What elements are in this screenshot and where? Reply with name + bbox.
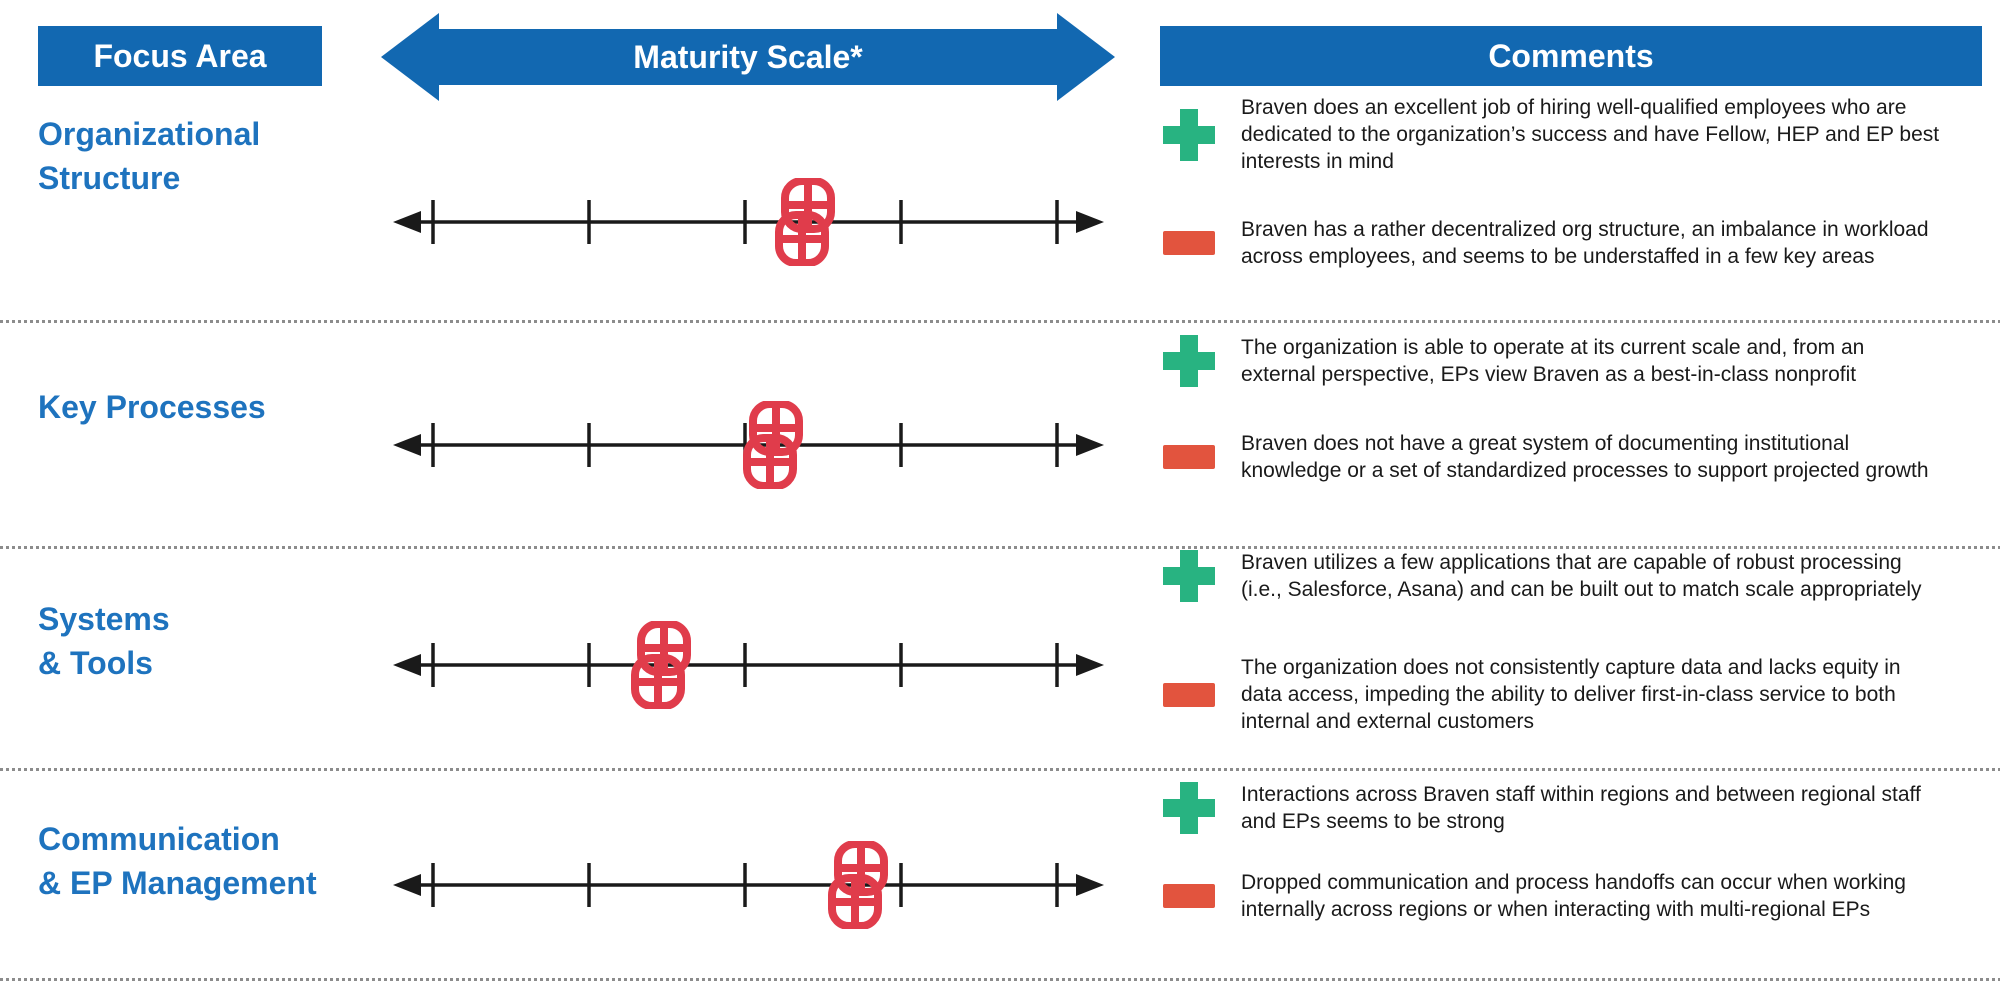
label-line: Organizational xyxy=(38,116,261,152)
label-line: Structure xyxy=(38,160,181,196)
comment-negative: Braven does not have a great system of d… xyxy=(1163,430,1985,484)
axis-left-arrow-icon xyxy=(393,211,421,233)
row-divider xyxy=(0,768,2000,771)
comments-header-label: Comments xyxy=(1488,37,1654,74)
comment-negative: Dropped communication and process handof… xyxy=(1163,869,1985,923)
row-divider xyxy=(0,320,2000,323)
axis-right-arrow-icon xyxy=(1076,654,1104,676)
comment-positive: Braven utilizes a few applications that … xyxy=(1163,549,1985,603)
maturity-scale-row-communication-ep-management xyxy=(381,830,1116,940)
label-line: Communication xyxy=(38,821,280,857)
label-line: Systems xyxy=(38,601,170,637)
minus-icon xyxy=(1163,669,1215,721)
comments-header: Comments xyxy=(1160,26,1982,86)
label-line: & EP Management xyxy=(38,865,317,901)
minus-icon xyxy=(1163,431,1215,483)
focus-area-label-systems-tools: Systems & Tools xyxy=(38,597,368,685)
axis-right-arrow-icon xyxy=(1076,211,1104,233)
comment-text: Dropped communication and process handof… xyxy=(1241,871,1906,921)
focus-area-header: Focus Area xyxy=(38,26,322,86)
plus-icon xyxy=(1163,550,1215,602)
maturity-scale-row-organizational-structure xyxy=(381,167,1116,277)
maturity-scale-row-key-processes xyxy=(381,390,1116,500)
axis-left-arrow-icon xyxy=(393,654,421,676)
label-line: Key Processes xyxy=(38,389,266,425)
maturity-marker-icon xyxy=(629,620,693,710)
scale-axis xyxy=(393,200,1104,244)
comment-positive: The organization is able to operate at i… xyxy=(1163,334,1985,388)
axis-right-arrow-icon xyxy=(1076,874,1104,896)
focus-area-label-organizational-structure: Organizational Structure xyxy=(38,112,368,200)
focus-area-header-label: Focus Area xyxy=(93,37,267,74)
comment-negative: The organization does not consistently c… xyxy=(1163,654,1985,735)
maturity-marker-icon xyxy=(826,840,890,930)
comment-text: Interactions across Braven staff within … xyxy=(1241,783,1921,833)
minus-icon xyxy=(1163,217,1215,269)
focus-area-label-key-processes: Key Processes xyxy=(38,385,368,429)
plus-icon xyxy=(1163,108,1215,161)
comment-text: Braven does an excellent job of hiring w… xyxy=(1241,96,1940,173)
comment-text: Braven does not have a great system of d… xyxy=(1241,432,1929,482)
scale-axis xyxy=(393,863,1104,907)
scale-axis xyxy=(393,643,1104,687)
focus-area-label-communication-ep-management: Communication & EP Management xyxy=(38,817,368,905)
axis-left-arrow-icon xyxy=(393,874,421,896)
comment-positive: Interactions across Braven staff within … xyxy=(1163,781,1985,835)
maturity-scale-header: Maturity Scale* xyxy=(439,29,1057,85)
axis-left-arrow-icon xyxy=(393,434,421,456)
label-line: & Tools xyxy=(38,645,153,681)
row-divider xyxy=(0,546,2000,549)
axis-right-arrow-icon xyxy=(1076,434,1104,456)
comment-positive: Braven does an excellent job of hiring w… xyxy=(1163,94,1985,175)
comment-negative: Braven has a rather decentralized org st… xyxy=(1163,216,1985,270)
plus-icon xyxy=(1163,335,1215,387)
comment-text: Braven has a rather decentralized org st… xyxy=(1241,218,1929,268)
maturity-arrow-right-icon xyxy=(1057,13,1115,101)
comment-text: The organization does not consistently c… xyxy=(1241,656,1901,733)
maturity-scale-row-systems-tools xyxy=(381,610,1116,720)
maturity-marker-icon xyxy=(773,177,837,267)
minus-icon xyxy=(1163,870,1215,922)
maturity-arrow-left-icon xyxy=(381,13,439,101)
maturity-marker-icon xyxy=(741,400,805,490)
plus-icon xyxy=(1163,782,1215,834)
maturity-scale-header-label: Maturity Scale* xyxy=(633,38,863,75)
row-divider xyxy=(0,978,2000,981)
comment-text: The organization is able to operate at i… xyxy=(1241,336,1865,386)
comment-text: Braven utilizes a few applications that … xyxy=(1241,551,1922,601)
